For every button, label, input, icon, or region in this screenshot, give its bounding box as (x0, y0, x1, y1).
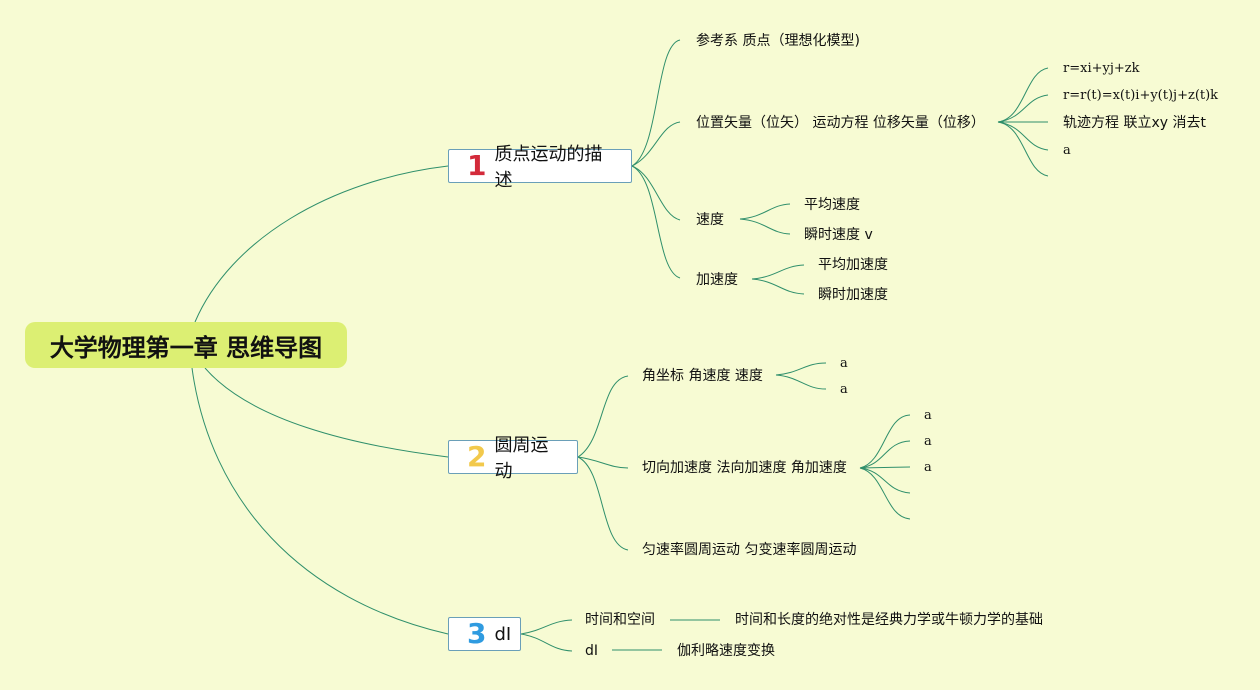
node-trajectory-equation[interactable]: 轨迹方程 联立xy 消去t (1063, 115, 1206, 131)
topic-1-label: 质点运动的描述 (494, 144, 603, 191)
edge-t1-c4 (631, 165, 681, 279)
node-average-acceleration[interactable]: 平均加速度 (818, 257, 888, 273)
node-average-velocity[interactable]: 平均速度 (804, 197, 860, 213)
node-position-vector[interactable]: 位置矢量（位矢） 运动方程 位移矢量（位移） (696, 115, 985, 131)
node-acceleration[interactable]: 加速度 (696, 272, 738, 288)
edge-t2c2-g5 (859, 467, 911, 520)
node-tangential-a3[interactable]: a (924, 460, 932, 475)
edge-t2c2-g3 (859, 466, 911, 469)
edge-t2c1-g2 (775, 374, 827, 390)
topic-3[interactable]: 3 dI (448, 617, 521, 651)
number-3-icon: 3 (467, 617, 487, 650)
edge-t2c2-g1 (859, 414, 911, 469)
node-tangential-acceleration[interactable]: 切向加速度 法向加速度 角加速度 (642, 460, 847, 476)
edge-t1-c1 (631, 39, 681, 167)
number-1-icon: 1 (467, 149, 487, 182)
node-time-space[interactable]: 时间和空间 (585, 612, 655, 628)
number-2-icon: 2 (467, 440, 487, 473)
edge-t1-c2 (631, 121, 681, 167)
edge-c3-g2 (739, 218, 791, 235)
node-dI[interactable]: dI (585, 643, 599, 659)
node-tangential-a2[interactable]: a (924, 434, 932, 449)
node-instant-acceleration[interactable]: 瞬时加速度 (818, 287, 888, 303)
edge-t2-c3 (577, 456, 629, 551)
node-velocity[interactable]: 速度 (696, 212, 724, 228)
edge-t2-c2 (577, 456, 629, 469)
edge-c3-g1 (739, 203, 791, 220)
node-position-a[interactable]: a (1063, 143, 1071, 158)
edge-c2-g2 (997, 94, 1049, 123)
topic-2-label: 圆周运动 (494, 435, 549, 482)
edge-c2-g5 (997, 121, 1049, 177)
node-motion-equation[interactable]: r=r(t)=x(t)i+y(t)j+z(t)k (1063, 88, 1219, 103)
node-reference-frame[interactable]: 参考系 质点（理想化模型) (696, 33, 860, 49)
node-tangential-a1[interactable]: a (924, 408, 932, 423)
node-angular-a1[interactable]: a (840, 356, 848, 371)
topic-3-label: dI (494, 623, 512, 645)
node-angular-a2[interactable]: a (840, 382, 848, 397)
node-absoluteness[interactable]: 时间和长度的绝对性是经典力学或牛顿力学的基础 (735, 612, 1043, 628)
edge-c2-g1 (997, 67, 1049, 123)
edge-t1-c3 (631, 165, 681, 221)
edge-t3-c2 (520, 633, 573, 652)
node-instant-velocity[interactable]: 瞬时速度 v (804, 227, 873, 243)
edge-c4-g1 (751, 264, 805, 280)
root-topic[interactable]: 大学物理第一章 思维导图 (25, 322, 347, 368)
edge-c4-g2 (751, 278, 805, 295)
edge-t2c1-g1 (775, 362, 827, 376)
topic-1[interactable]: 1 质点运动的描述 (448, 144, 632, 191)
edge-t3-c1 (520, 619, 573, 635)
node-angular-coordinate[interactable]: 角坐标 角速度 速度 (642, 368, 763, 384)
edge-t2c2-g4 (859, 467, 911, 494)
edge-root-topic2 (204, 367, 449, 458)
edge-root-topic3 (191, 367, 449, 635)
node-uniform-circular[interactable]: 匀速率圆周运动 匀变速率圆周运动 (642, 542, 857, 558)
edge-t2c2-g2 (859, 440, 911, 469)
edge-t2-c1 (577, 375, 629, 458)
node-position-formula[interactable]: r=xi+yj+zk (1063, 61, 1140, 76)
root-title: 大学物理第一章 思维导图 (49, 333, 323, 362)
edge-root-topic1 (194, 165, 449, 323)
node-galilean-transform[interactable]: 伽利略速度变换 (677, 643, 775, 659)
topic-2[interactable]: 2 圆周运动 (448, 435, 578, 482)
